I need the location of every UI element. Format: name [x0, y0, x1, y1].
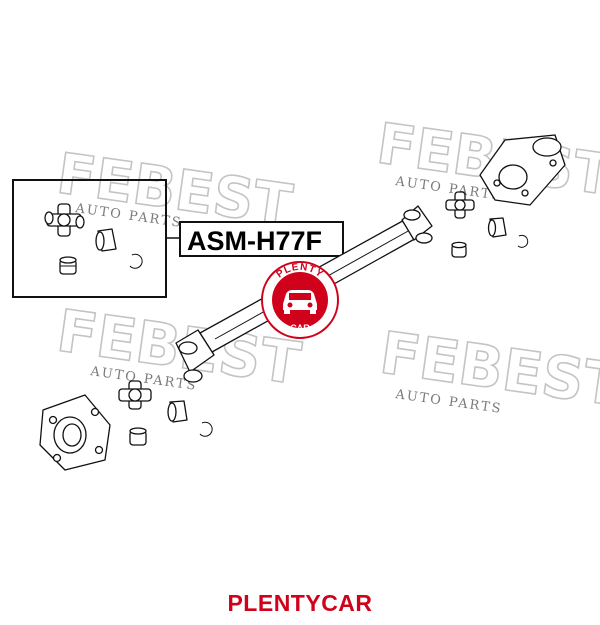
logo-bottom-text: CAR [290, 323, 310, 333]
flange-yoke-top-icon [479, 134, 566, 206]
footer-brand-text: PLENTYCAR [227, 590, 373, 616]
universal-joint-icon [118, 380, 152, 410]
snap-ring-icon [517, 234, 529, 248]
grease-fitting-icon [451, 241, 467, 258]
car-icon [283, 290, 317, 314]
yoke-flange-icon [39, 394, 111, 471]
bearing-cap-icon [167, 400, 188, 423]
grease-fitting-icon [129, 427, 147, 446]
part-number-text: ASM-H77F [187, 226, 322, 256]
universal-joint-icon [445, 191, 475, 219]
bearing-cap-icon [487, 217, 507, 238]
watermark-bottom-right: FEBEST AUTO PARTS [375, 318, 600, 421]
snap-ring-icon [129, 253, 143, 269]
watermark-top-right: FEBEST AUTO PARTS [372, 111, 600, 210]
grease-fitting-icon [59, 256, 77, 275]
bearing-cap-icon [95, 228, 117, 252]
snap-ring-icon [199, 421, 213, 437]
universal-joint-icon [44, 203, 85, 237]
detail-inset-box [12, 179, 180, 298]
plentycar-logo: PLENTY CAR [261, 261, 339, 339]
part-number-label: ASM-H77F [179, 221, 344, 257]
